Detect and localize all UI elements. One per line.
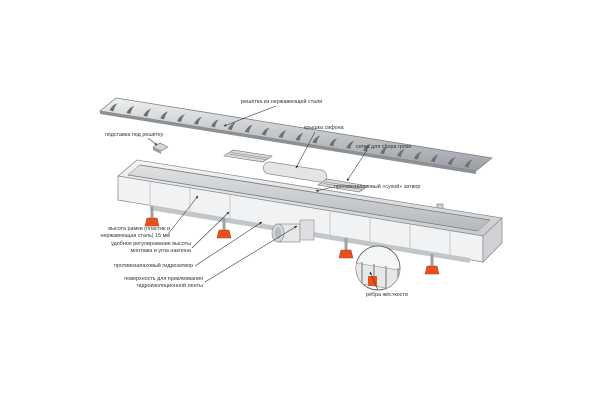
stainless-grate: [99, 97, 493, 174]
leader-lines: [147, 105, 379, 291]
debris-mesh: [223, 149, 369, 193]
grate-slot: [380, 146, 388, 155]
grate-slot: [210, 119, 219, 128]
grate-slot: [329, 138, 338, 147]
grate-slot: [447, 156, 456, 165]
label-ribs: рёбра жёсткости: [366, 292, 408, 298]
label-water-trap: противозапаховый гидрозатвор: [114, 263, 193, 269]
ribs-magnifier: [355, 245, 401, 291]
label-dry-trap: противозапаховый «сухой» затвор: [334, 184, 421, 190]
grate-slot: [346, 140, 355, 149]
grate-slot: [244, 124, 253, 133]
label-surface-line1: поверхность для приклеивания: [124, 276, 203, 282]
grate-slot: [430, 154, 439, 163]
grate-slot: [194, 116, 202, 125]
orange-leg: [338, 238, 354, 259]
label-frame-height-line1: высота рамки (пластик и: [108, 226, 170, 232]
grate-slot: [464, 159, 473, 168]
grate-slot: [312, 135, 321, 144]
label-grate: решётка из нержавеющей стали: [241, 99, 323, 105]
grate-support: [152, 142, 169, 154]
label-grate-support: подставка под решётку: [105, 132, 164, 138]
label-surface: поверхность для приклеивания гидроизоляц…: [113, 276, 203, 289]
label-frame-height-line2: нержавеющая сталь) 15 мм: [100, 232, 170, 239]
grate-slot: [109, 103, 118, 112]
grate-slot: [177, 114, 186, 123]
siphon-cover: [262, 161, 328, 183]
grate-slot: [363, 143, 372, 152]
label-siphon-cover: крышка сифона: [304, 125, 344, 131]
label-height-adjust: удобное регулирование высоты монтажа и у…: [101, 241, 191, 254]
label-height-adjust-line1: удобное регулирование высоты: [111, 241, 191, 247]
grate-slot: [295, 132, 304, 141]
label-height-adjust-line2: монтажа и угла наклона: [130, 247, 191, 254]
grate-slot: [160, 111, 169, 120]
label-surface-line2: гидроизоляционной ленты: [136, 282, 203, 289]
orange-leg: [424, 254, 440, 275]
orange-leg: [216, 218, 232, 239]
grate-slot: [126, 106, 135, 115]
grate-slot: [143, 108, 152, 117]
adjustable-legs: [144, 206, 440, 275]
grate-slot: [227, 122, 236, 131]
grate-slot: [413, 151, 422, 160]
grate-slot: [261, 127, 270, 136]
orange-leg: [144, 206, 160, 227]
siphon-outlet: [271, 219, 315, 243]
grate-wave-slots: [109, 103, 473, 168]
grate-slot: [278, 130, 287, 139]
label-frame-height: высота рамки (пластик и нержавеющая стал…: [92, 226, 170, 239]
grate-slot: [396, 148, 405, 157]
label-debris-mesh: сетка для сбора грязи: [356, 144, 412, 150]
